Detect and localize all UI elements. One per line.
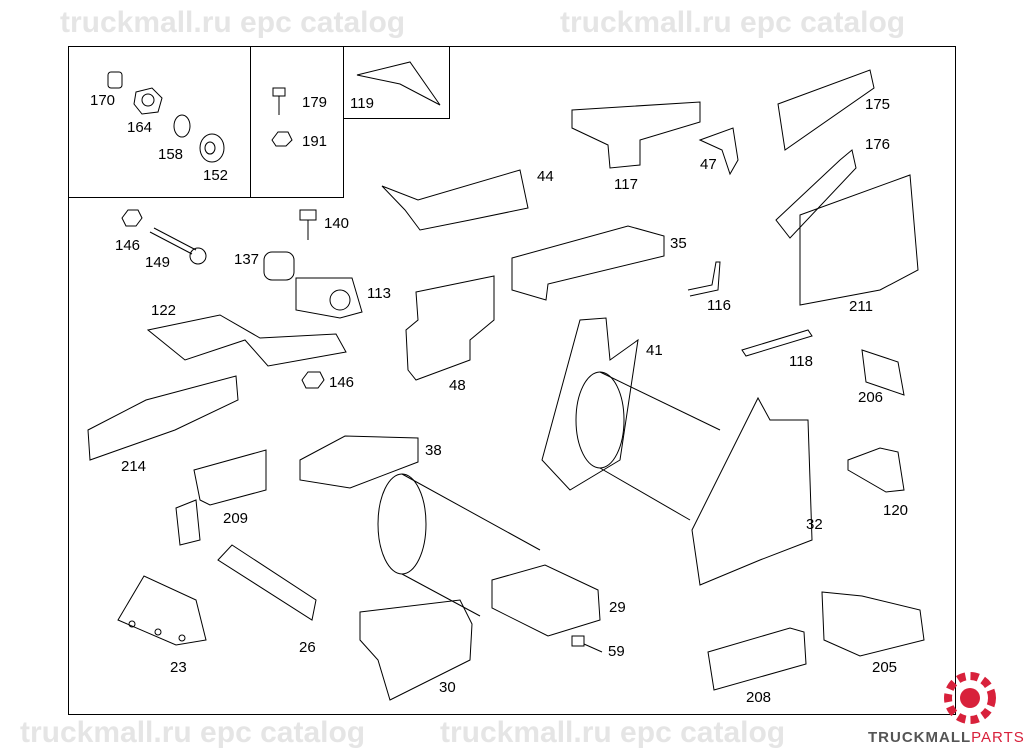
part-164 xyxy=(133,87,163,115)
part-41 xyxy=(541,317,639,491)
part-158 xyxy=(173,114,191,138)
truckmall-gear-logo xyxy=(944,672,996,724)
part-209 xyxy=(175,449,267,546)
label-179[interactable]: 179 xyxy=(302,94,328,111)
label-170[interactable]: 170 xyxy=(90,92,116,109)
part-140 xyxy=(299,209,317,240)
label-211[interactable]: 211 xyxy=(849,298,873,315)
part-41-cylinder xyxy=(575,371,721,521)
small-parts-box xyxy=(68,46,344,198)
label-113[interactable]: 113 xyxy=(367,285,391,302)
label-206[interactable]: 206 xyxy=(858,389,884,406)
part-23 xyxy=(117,575,207,646)
part-116 xyxy=(687,261,721,297)
label-30[interactable]: 30 xyxy=(439,679,456,696)
part-113 xyxy=(295,277,363,319)
part-38 xyxy=(299,435,419,489)
part-30 xyxy=(359,599,473,701)
label-140[interactable]: 140 xyxy=(324,215,350,232)
label-152[interactable]: 152 xyxy=(203,167,229,184)
label-176[interactable]: 176 xyxy=(865,136,891,153)
label-146[interactable]: 146 xyxy=(329,374,355,391)
part-205 xyxy=(821,591,925,657)
part-191 xyxy=(271,131,293,147)
label-48[interactable]: 48 xyxy=(449,377,466,394)
label-122[interactable]: 122 xyxy=(151,302,177,319)
part-44 xyxy=(381,169,529,231)
part-149 xyxy=(149,227,207,265)
part-175 xyxy=(777,69,875,151)
label-44[interactable]: 44 xyxy=(537,168,554,185)
label-23[interactable]: 23 xyxy=(170,659,187,676)
part-211 xyxy=(799,174,919,306)
label-119[interactable]: 119 xyxy=(350,95,374,112)
label-146[interactable]: 146 xyxy=(115,237,141,254)
label-209[interactable]: 209 xyxy=(223,510,249,527)
part-146a xyxy=(121,209,143,227)
label-41[interactable]: 41 xyxy=(646,342,663,359)
label-35[interactable]: 35 xyxy=(670,235,687,252)
label-38[interactable]: 38 xyxy=(425,442,442,459)
logo-text-accent: PARTS xyxy=(971,729,1024,746)
part-32 xyxy=(691,396,813,586)
label-26[interactable]: 26 xyxy=(299,639,316,656)
part-152 xyxy=(199,133,225,163)
part-122 xyxy=(146,314,347,367)
label-205[interactable]: 205 xyxy=(872,659,898,676)
label-47[interactable]: 47 xyxy=(700,156,717,173)
part-48 xyxy=(405,275,495,381)
label-158[interactable]: 158 xyxy=(158,146,184,163)
part-170 xyxy=(107,71,123,89)
label-59[interactable]: 59 xyxy=(608,643,625,660)
label-175[interactable]: 175 xyxy=(865,96,891,113)
part-179 xyxy=(272,87,286,115)
label-120[interactable]: 120 xyxy=(883,502,909,519)
label-29[interactable]: 29 xyxy=(609,599,626,616)
part-118 xyxy=(741,329,813,357)
part-208 xyxy=(707,627,807,691)
logo-text: TRUCKMALLPARTS xyxy=(868,729,1024,747)
label-137[interactable]: 137 xyxy=(234,251,260,268)
part-120 xyxy=(847,447,905,493)
part-137 xyxy=(263,251,295,281)
part-47 xyxy=(698,127,739,176)
part-26 xyxy=(217,544,317,621)
part-30-cylinder xyxy=(377,473,541,617)
label-118[interactable]: 118 xyxy=(789,353,813,370)
small-parts-divider xyxy=(250,46,251,198)
part-59 xyxy=(571,635,603,653)
diagram-frame xyxy=(68,46,956,715)
label-149[interactable]: 149 xyxy=(145,254,171,271)
part-29 xyxy=(491,564,601,637)
label-191[interactable]: 191 xyxy=(302,133,328,150)
watermark-text: truckmall.ru epc catalog xyxy=(440,716,786,749)
part-214 xyxy=(87,375,239,461)
label-32[interactable]: 32 xyxy=(806,516,823,533)
part-35 xyxy=(511,225,665,301)
watermark-text: truckmall.ru epc catalog xyxy=(20,716,366,749)
watermark-text: truckmall.ru epc catalog xyxy=(60,6,406,39)
part-119 xyxy=(356,61,441,106)
label-164[interactable]: 164 xyxy=(127,119,153,136)
part-146b xyxy=(301,371,325,389)
watermark-text: truckmall.ru epc catalog xyxy=(560,6,906,39)
part-119-box xyxy=(343,46,450,119)
label-116[interactable]: 116 xyxy=(707,297,731,314)
part-117 xyxy=(571,101,701,169)
label-214[interactable]: 214 xyxy=(121,458,147,475)
logo-text-main: TRUCKMALL xyxy=(868,729,972,746)
part-176 xyxy=(775,149,857,239)
label-208[interactable]: 208 xyxy=(746,689,772,706)
label-117[interactable]: 117 xyxy=(614,176,638,193)
part-206 xyxy=(861,349,905,396)
